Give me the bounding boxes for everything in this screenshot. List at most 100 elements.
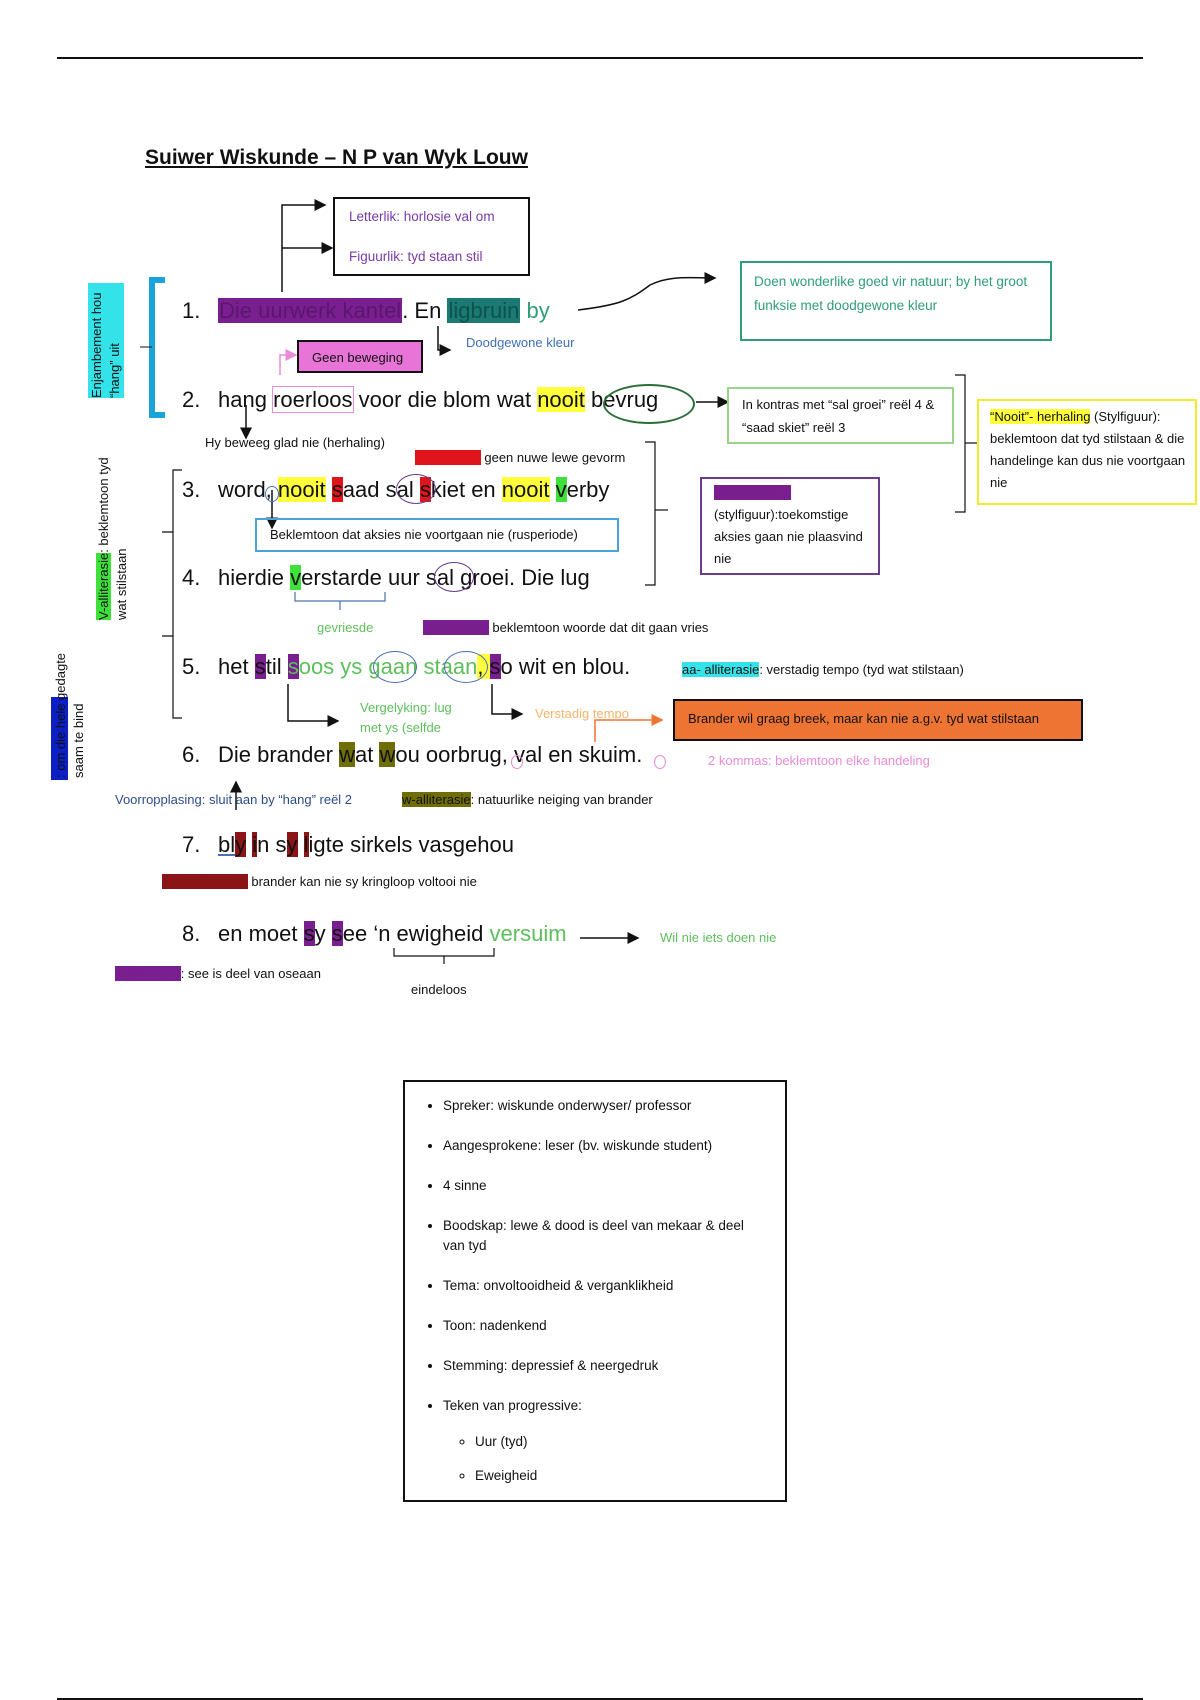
sal-herhaling-note: Sal-herhaling (stylfiguur):toekomstige a… [714, 482, 874, 570]
gevriesde-note: gevriesde [317, 620, 374, 635]
brander-box [673, 699, 1083, 741]
text: Die brander [218, 742, 340, 767]
summary-item-tema: Tema: onvoltooidheid & verganklikheid [443, 1276, 765, 1296]
line-number: 5. [182, 654, 201, 679]
nooit-box [977, 399, 1197, 505]
geen-beweging-note: Geen beweging [312, 350, 404, 365]
poem-line-8: 8.en moet sy see ‘n ewigheid versuim [182, 921, 567, 947]
text: word, [218, 477, 278, 502]
nooit-text: (Stylfiguur): beklemtoon dat tyd stilsta… [990, 409, 1186, 490]
phrase-uurwerk: Die uurwerk kantel [218, 298, 403, 323]
summary-item-teken-label: Teken van progressive: [443, 1398, 582, 1413]
text: kiet en [430, 477, 502, 502]
brander-note: Brander wil graag breek, maar kan nie a.… [688, 711, 1039, 726]
summary-sublist: Uur (tyd) Eweigheid [443, 1416, 765, 1486]
enjambement-text: Enjambement hou “hang” uit [88, 283, 124, 398]
s-alliterasie-text-2: beklemtoon woorde dat dit gaan vries [488, 620, 709, 635]
text [298, 832, 304, 857]
letter-w: w [379, 742, 396, 767]
beklemtoon-aksies-box [255, 518, 619, 552]
circle-gaan [373, 651, 417, 683]
text: erby [566, 477, 610, 502]
poem-line-3: 3.word, nooit saad sal skiet en nooit ve… [182, 477, 609, 503]
nooit-label: “Nooit”- herhaling [990, 409, 1091, 424]
v-alliterasie-box: V-alliterasie: beklemtoon tyd wat stilst… [95, 450, 131, 620]
v-alliterasie-label: V-alliterasie [96, 552, 111, 620]
text: o wit en blou. [500, 654, 631, 679]
text: en moet [218, 921, 304, 946]
poem-line-4: 4.hierdie verstarde uur sal groei. Die l… [182, 565, 590, 591]
circle-comma [265, 486, 279, 502]
text: hang [218, 387, 274, 412]
blue-bar [51, 697, 68, 780]
letter-y: y [286, 832, 298, 857]
letter-i: i [252, 832, 258, 857]
aa-alliterasie-label: aa- alliterasie [682, 662, 760, 677]
circle-staan [444, 651, 488, 683]
line-number: 6. [182, 742, 201, 767]
text: aad [342, 477, 386, 502]
letter-i: l [303, 832, 309, 857]
aa-alliterasie-note: aa- alliterasie: verstadig tempo (tyd wa… [682, 662, 964, 677]
y-assonansie-note: y, i-assonansie brander kan nie sy kring… [162, 874, 477, 889]
vergelyking-text: oos ys [298, 654, 369, 679]
geen-beweging-box [297, 340, 423, 373]
s-alliterasie-note-3: s-alliterasie: see is deel van oseaan [115, 966, 321, 981]
text: het [218, 654, 255, 679]
hy-beweeg-note: Hy beweeg glad nie (herhaling) [205, 435, 385, 450]
figuurlik-note: Figuurlik: tyd staan stil [349, 249, 483, 264]
comma-circle-2 [654, 755, 666, 769]
period: . [636, 742, 643, 767]
sal-herhaling-text: (stylfiguur):toekomstige aksies gaan nie… [714, 507, 863, 566]
kontras-box [727, 387, 954, 444]
line-number: 7. [182, 832, 201, 857]
summary-item-stemming: Stemming: depressief & neergedruk [443, 1356, 765, 1376]
circle-sal [396, 474, 436, 504]
s-alliterasie-label-1: s-alliterasie [415, 450, 481, 465]
word-roerloos: roerloos [272, 386, 354, 413]
enjambement-note: Enjambement hou “hang” uit [88, 283, 124, 398]
letter-w: w [339, 742, 355, 767]
verstadig-tempo-note: Verstadig tempo [535, 706, 629, 721]
summary-item-teken: Teken van progressive: Uur (tyd) Eweighe… [443, 1396, 765, 1486]
eindeloos-note: eindeloos [411, 982, 467, 997]
circle-bevrug [603, 384, 695, 424]
w-alliterasie-label: w-alliterasie [402, 792, 471, 807]
line-number: 2. [182, 387, 201, 412]
text: igte sirkels vasgehou [308, 832, 514, 857]
summary-box: Spreker: wiskunde onderwyser/ professor … [403, 1080, 787, 1502]
sal-herhaling-box [700, 477, 880, 575]
vergelyking-note: Vergelyking: lug met ys (selfde [360, 700, 452, 735]
poem-line-7: 7.bly in sy ligte sirkels vasgehou [182, 832, 514, 858]
page-title: Suiwer Wiskunde – N P van Wyk Louw [145, 146, 528, 169]
word-versuim: versuim [489, 921, 567, 946]
text: til [265, 654, 288, 679]
text: ee ‘n ewigheid [342, 921, 490, 946]
poem-line-6: 6.Die brander wat wou oorbrug, val en sk… [182, 742, 642, 768]
line-number: 3. [182, 477, 201, 502]
summary-item-toon: Toon: nadenkend [443, 1316, 765, 1336]
om-die-text: : om die hele gedagte saam te bind [53, 652, 86, 778]
beklemtoon-aksies-note: Beklemtoon dat aksies nie voortgaan nie … [270, 527, 578, 542]
poem-line-1: 1.Die uurwerk kantel. En ligbruin by [182, 298, 550, 324]
summary-item-sinne: 4 sinne [443, 1176, 765, 1196]
doen-note: Doen wonderlike goed vir natuur; by het … [754, 274, 1028, 313]
line-number: 8. [182, 921, 201, 946]
s-alliterasie-text-1: geen nuwe lewe gevorm [480, 450, 626, 465]
line-number: 1. [182, 298, 201, 323]
letterlik-figuurlik-box [333, 197, 530, 276]
summary-item-aangesprokene: Aangesprokene: leser (bv. wiskunde stude… [443, 1136, 765, 1156]
letter-v: v [555, 477, 567, 502]
summary-list: Spreker: wiskunde onderwyser/ professor … [405, 1082, 785, 1486]
sal-herhaling-label: Sal-herhaling [714, 485, 791, 500]
bottom-rule [57, 1698, 1143, 1700]
text: at [354, 742, 380, 767]
y-assonansie-text: brander kan nie sy kringloop voltooi nie [247, 874, 477, 889]
s-alliterasie-note-2: s-alliterasie beklemtoon woorde dat dit … [423, 620, 708, 635]
voorop-note: Voorropplasing: sluit aan by “hang” reël… [115, 792, 353, 807]
word-nooit: nooit [501, 477, 550, 502]
text: voor die blom wat [352, 387, 538, 412]
letter-s: s [331, 921, 343, 946]
wil-nie-note: Wil nie iets doen nie [660, 930, 777, 945]
